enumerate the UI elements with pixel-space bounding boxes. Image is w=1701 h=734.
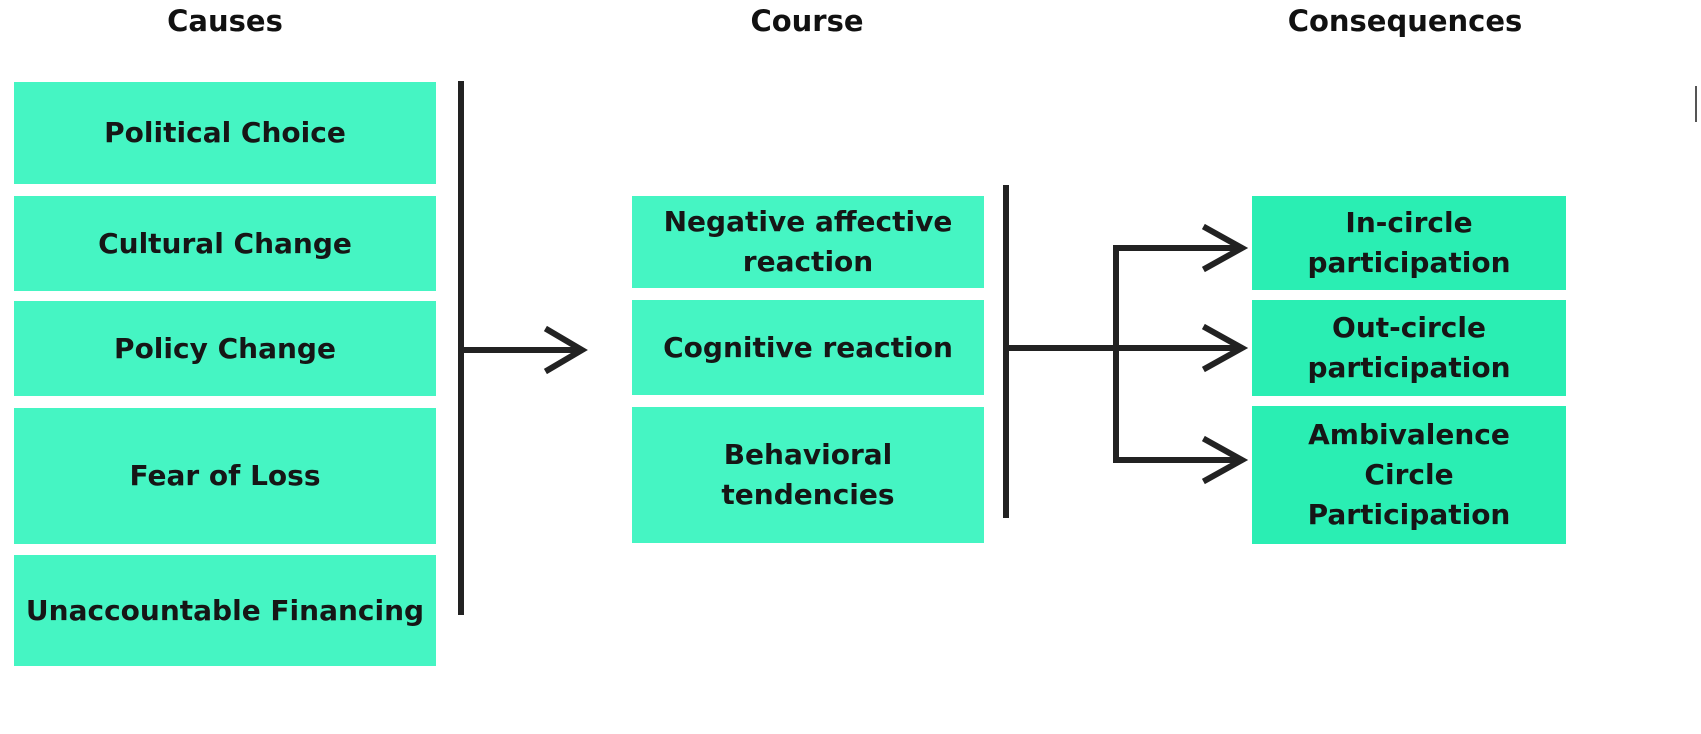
consequence-box: Out-circle participation <box>1252 300 1566 396</box>
cause-label: Political Choice <box>104 116 346 149</box>
cause-box: Unaccountable Financing <box>14 555 436 666</box>
causes-heading: Causes <box>167 4 283 38</box>
cause-box: Fear of Loss <box>14 408 436 544</box>
consequence-label: Out-circle participation <box>1307 311 1511 384</box>
cause-label: Unaccountable Financing <box>25 593 425 627</box>
cause-box: Political Choice <box>14 82 436 184</box>
course-label: Negative affective reaction <box>663 205 953 278</box>
cause-label: Cultural Change <box>98 226 352 260</box>
consequence-label: Ambivalence Circle Participation <box>1307 418 1511 531</box>
consequence-box: Ambivalence Circle Participation <box>1252 406 1566 544</box>
course-box: Behavioral tendencies <box>632 407 984 543</box>
cause-label: Policy Change <box>114 331 336 365</box>
middle-arrowhead <box>1201 323 1249 373</box>
course-box: Negative affective reaction <box>632 196 984 288</box>
course-box: Cognitive reaction <box>632 300 984 395</box>
causes-to-course-arrowhead <box>543 325 588 375</box>
cause-box: Cultural Change <box>14 196 436 291</box>
consequences-heading: Consequences <box>1287 4 1523 38</box>
cause-box: Policy Change <box>14 301 436 396</box>
course-label: Cognitive reaction <box>663 330 953 364</box>
course-label: Behavioral tendencies <box>721 438 895 511</box>
consequence-box: In-circle participation <box>1252 196 1566 290</box>
bottom-arrowhead <box>1201 435 1249 485</box>
consequence-label: In-circle participation <box>1307 206 1511 279</box>
top-arrowhead <box>1201 223 1249 273</box>
cause-label: Fear of Loss <box>129 459 321 492</box>
course-heading: Course <box>750 4 864 38</box>
